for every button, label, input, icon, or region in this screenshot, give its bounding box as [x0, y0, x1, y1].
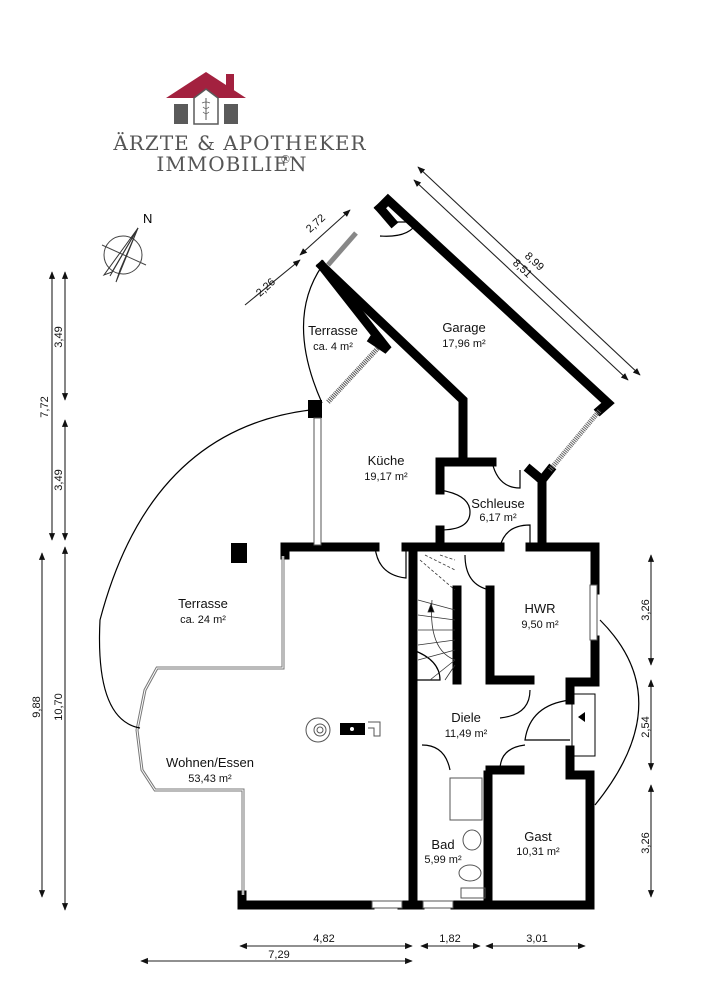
room-kueche: Küche 19,17 m²	[364, 453, 408, 483]
stove-icon	[305, 717, 331, 743]
windows	[135, 231, 602, 909]
brand-line-2: IMMOBILIEN	[156, 152, 307, 176]
room-name: Terrasse	[178, 596, 228, 611]
dim-bottom-3: 3,01	[526, 933, 547, 945]
sink-icon	[462, 829, 482, 851]
fixtures	[305, 717, 486, 899]
house-with-caduceus-icon	[166, 72, 246, 125]
brand-line-1: ÄRZTE & APOTHEKER	[112, 131, 366, 155]
room-name: Küche	[368, 453, 405, 468]
registered-mark: ®	[280, 153, 292, 166]
room-name: Gast	[524, 829, 552, 844]
dimension-lines: 2,72 2,26 8,99 8,51 7,72 3,49 3,49 9,88 …	[31, 166, 655, 965]
dim-right-1: 3,26	[640, 599, 652, 620]
window-bad	[422, 900, 454, 909]
room-area: 11,49 m²	[445, 728, 488, 740]
room-name: HWR	[524, 601, 555, 616]
room-diele: Diele 11,49 m²	[445, 710, 488, 740]
dim-bottom-1: 4,82	[313, 933, 334, 945]
compass-north-label: N	[143, 211, 152, 226]
room-labels: Terrasse ca. 4 m² Garage 17,96 m² Küche …	[166, 320, 560, 866]
toilet-icon	[458, 864, 482, 882]
dim-right-2: 2,54	[640, 716, 652, 737]
dim-left-upper-2: 3,49	[53, 469, 65, 490]
room-area: ca. 4 m²	[313, 341, 353, 353]
shower-icon	[449, 777, 483, 821]
room-hwr: HWR 9,50 m²	[521, 601, 559, 631]
dim-top-diag-2: 2,26	[254, 276, 278, 299]
room-wohnen-essen: Wohnen/Essen 53,43 m²	[166, 755, 254, 785]
north-arrow-icon: N	[101, 211, 152, 283]
room-area: 6,17 m²	[479, 512, 517, 524]
room-area: ca. 24 m²	[180, 614, 226, 626]
room-name: Bad	[431, 837, 454, 852]
room-area: 53,43 m²	[188, 773, 232, 785]
room-name: Diele	[451, 710, 481, 725]
dim-top-diag-1: 2,72	[304, 212, 328, 235]
doors	[98, 221, 640, 806]
room-area: 9,50 m²	[521, 619, 559, 631]
dim-left-upper-total: 7,72	[39, 396, 51, 417]
room-bad: Bad 5,99 m²	[424, 837, 462, 866]
room-garage: Garage 17,96 m²	[442, 320, 486, 350]
window-hwr	[589, 584, 598, 641]
dim-bottom-2: 1,82	[439, 933, 460, 945]
room-area: 10,31 m²	[516, 846, 560, 858]
room-name: Terrasse	[308, 323, 358, 338]
walls	[231, 193, 615, 910]
brand-logo: ÄRZTE & APOTHEKER IMMOBILIEN ®	[112, 72, 366, 176]
room-terrasse-large: Terrasse ca. 24 m²	[178, 596, 228, 626]
room-area: 17,96 m²	[442, 338, 486, 350]
room-area: 19,17 m²	[364, 471, 408, 483]
staircase	[417, 554, 456, 681]
dim-left-lower-1: 9,88	[31, 696, 43, 717]
radiator-icon	[460, 887, 486, 899]
room-name: Garage	[442, 320, 485, 335]
dim-bottom-total: 7,29	[268, 949, 289, 961]
dim-right-3: 3,26	[640, 832, 652, 853]
dim-left-upper-1: 3,49	[53, 326, 65, 347]
room-terrasse-small: Terrasse ca. 4 m²	[308, 323, 358, 353]
room-schleuse: Schleuse 6,17 m²	[471, 496, 524, 524]
window-wohnen	[371, 900, 403, 909]
room-area: 5,99 m²	[424, 854, 462, 866]
room-name: Schleuse	[471, 496, 524, 511]
window-kueche	[313, 417, 322, 546]
room-gast: Gast 10,31 m²	[516, 829, 560, 858]
dim-left-lower-2: 10,70	[53, 693, 65, 721]
room-name: Wohnen/Essen	[166, 755, 254, 770]
